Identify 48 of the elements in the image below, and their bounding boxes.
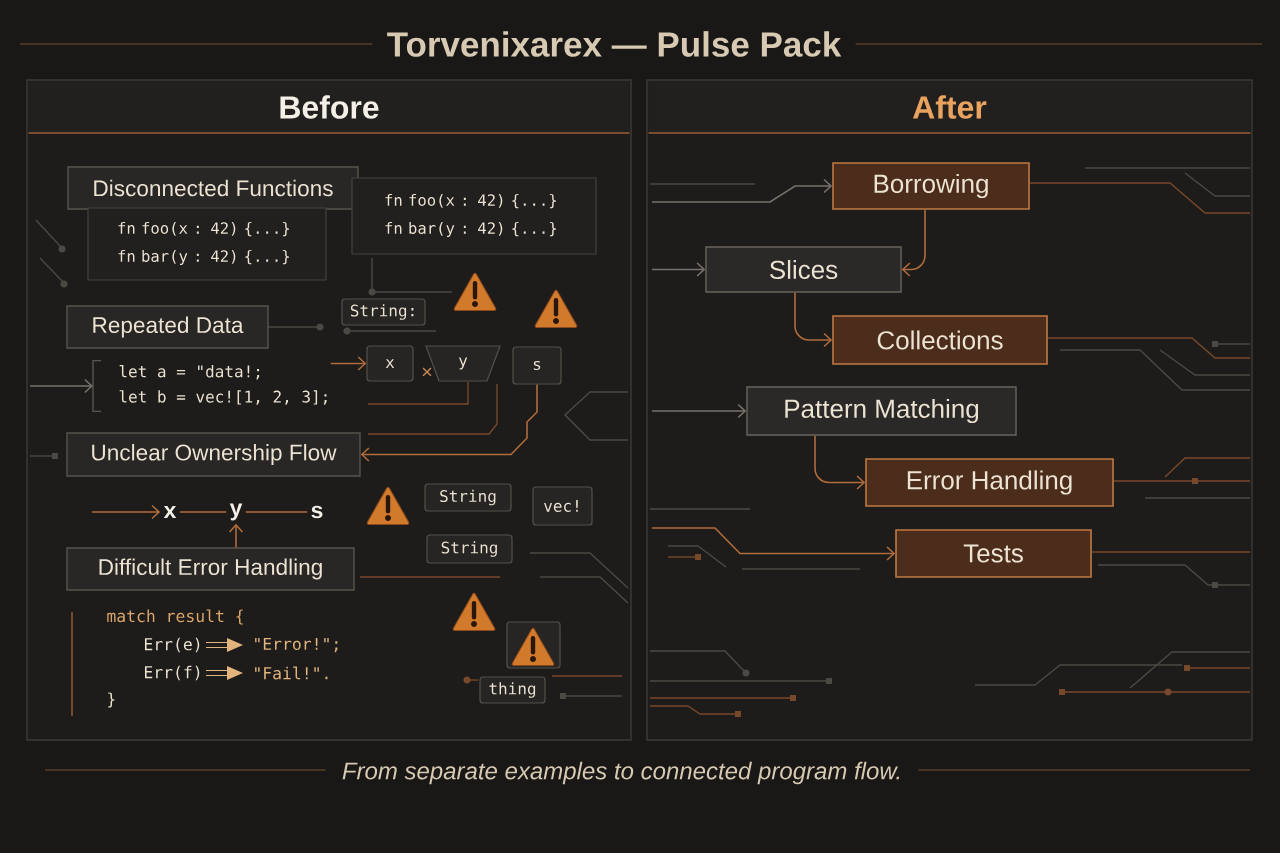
arrow xyxy=(329,356,367,371)
arrow xyxy=(651,527,896,561)
variable-name: x xyxy=(163,505,177,519)
concept-box: Slices xyxy=(705,246,902,293)
arrow xyxy=(651,178,833,203)
concept-box: Error Handling xyxy=(865,458,1114,507)
panel-heading: After xyxy=(912,95,987,119)
concept-box: Collections xyxy=(832,315,1048,365)
title: Torvenixarex — Pulse Pack xyxy=(387,31,842,57)
code-line: Err(f) xyxy=(144,665,200,681)
code-line: "Error!"; xyxy=(255,637,338,653)
arrow xyxy=(901,209,926,277)
arrow xyxy=(360,383,538,462)
code-line: "Fail!". xyxy=(255,666,328,680)
connector-line xyxy=(245,511,308,513)
code-line: Err(e) xyxy=(144,637,200,653)
operator-sign: × xyxy=(422,367,432,377)
heading-box: Disconnected Functions xyxy=(67,166,359,210)
concept-box: Borrowing xyxy=(832,162,1030,210)
code-box: fn foo(x : 42) {...} fn bar(y : 42) {...} xyxy=(87,207,327,281)
arrow xyxy=(651,262,706,277)
code-block: let a = "data!; let b = vec![1, 2, 3]; xyxy=(92,359,327,413)
tag-box: String xyxy=(424,483,512,512)
code-line: match result { xyxy=(107,609,243,625)
tag-box: String xyxy=(426,534,513,564)
tag-box: String: xyxy=(341,298,426,326)
panel-heading: Before xyxy=(280,95,379,119)
tag-box: x xyxy=(366,345,414,382)
heading-box: Difficult Error Handling xyxy=(66,547,355,591)
arrow xyxy=(91,504,161,520)
concept-box: Tests xyxy=(895,529,1092,578)
arrow xyxy=(29,378,93,394)
connector-line xyxy=(179,511,227,513)
tag-box: thing xyxy=(479,676,546,704)
tag-box: s xyxy=(512,346,562,385)
tag-box: vec! xyxy=(532,486,593,526)
variable-name: y xyxy=(229,503,243,521)
arrow xyxy=(228,523,244,549)
heading-box: Unclear Ownership Flow xyxy=(66,432,361,477)
heading-box: Repeated Data xyxy=(66,305,269,349)
arrow xyxy=(814,434,866,490)
variable-name: s xyxy=(311,505,323,519)
code-box: fn foo(x : 42) {...} fn bar(y : 42) {...} xyxy=(351,177,597,255)
concept-box: Pattern Matching xyxy=(746,386,1017,436)
caption: From separate examples to connected program flow. xyxy=(342,761,900,785)
arrow xyxy=(794,291,833,348)
code-line: } xyxy=(108,692,115,708)
arrow xyxy=(651,403,747,419)
